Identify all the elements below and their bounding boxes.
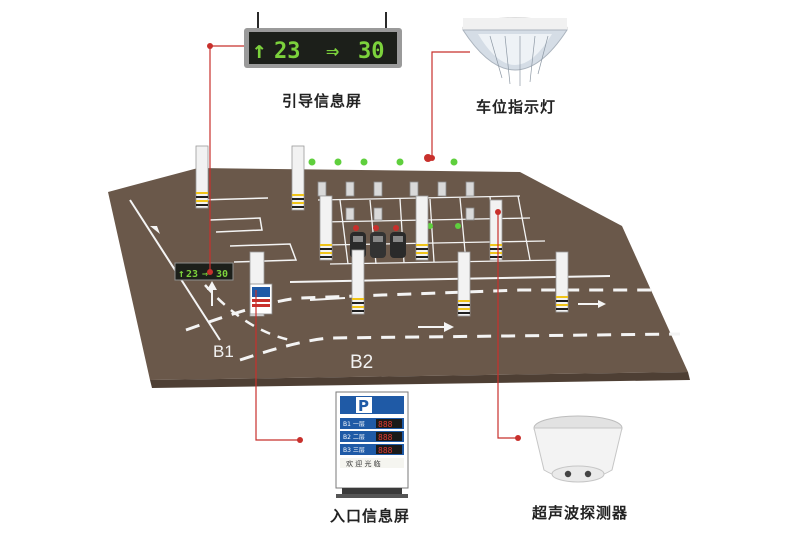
mini-guide-left-count: 23 <box>186 269 198 280</box>
entrance-row-label: B1 一层 <box>343 421 365 428</box>
guide-screen-caption: 引导信息屏 <box>282 92 363 110</box>
guide-screen: ↑ 23 ⇒ 30 <box>244 12 402 68</box>
guide-left-count: 23 <box>274 39 301 64</box>
detector-row <box>317 181 503 221</box>
pillar <box>489 199 503 261</box>
entrance-row-value: 888 <box>378 446 393 455</box>
pillar <box>319 195 333 261</box>
entrance-row-label: B2 二层 <box>343 434 365 441</box>
guide-arrow-right: ⇒ <box>326 39 339 64</box>
space-light-caption: 车位指示灯 <box>476 98 557 116</box>
pillar <box>415 195 429 261</box>
ultrasonic-detector <box>533 415 623 483</box>
entrance-screen-caption: 入口信息屏 <box>330 507 411 525</box>
entrance-footer-text: 欢 迎 光 临 <box>346 459 381 468</box>
guide-arrow-up: ↑ <box>252 36 266 64</box>
entrance-row-value: 888 <box>378 433 393 442</box>
entrance-parking-symbol: P <box>358 397 369 415</box>
pillar <box>457 251 471 317</box>
pillar <box>351 249 365 315</box>
entrance-row-label: B3 三层 <box>343 447 365 454</box>
entrance-screen: P B1 一层 888 B2 二层 888 B3 三层 888 欢 迎 光 临 <box>335 391 409 498</box>
zone-label-b1: B1 <box>213 342 234 361</box>
entrance-row-value: 888 <box>378 420 393 429</box>
mini-guide-arrow-up: ↑ <box>178 267 185 280</box>
mini-entrance-kiosk <box>249 283 273 315</box>
guide-right-count: 30 <box>358 39 385 64</box>
pillar <box>195 145 209 209</box>
mini-guide-screen: ↑ 23 ⇒ 30 <box>174 262 234 281</box>
pillar <box>291 145 305 211</box>
space-indicator-light <box>462 17 568 86</box>
ultrasonic-caption: 超声波探测器 <box>532 504 629 522</box>
mini-guide-arrow-right: ⇒ <box>202 269 208 280</box>
mini-guide-right-count: 30 <box>216 269 228 280</box>
parking-floor <box>108 168 690 388</box>
zone-label-b2: B2 <box>350 352 373 373</box>
pillar <box>555 251 569 313</box>
callout-dots <box>207 43 521 443</box>
